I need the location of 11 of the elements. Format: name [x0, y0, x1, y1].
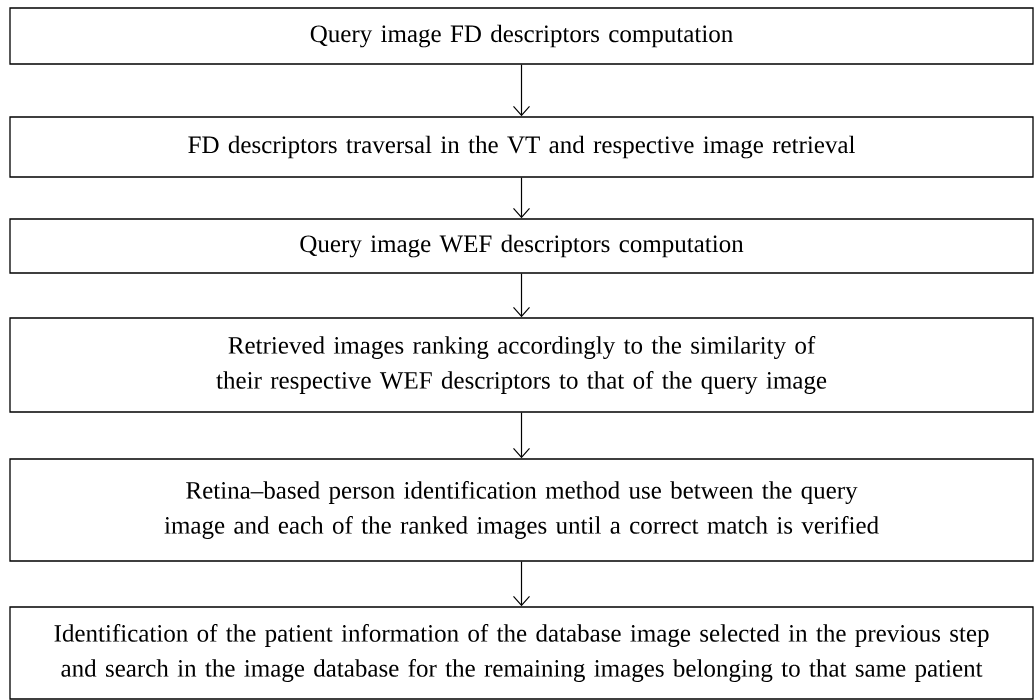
process-box: Retina–based person identification method use between the query image and each of the ranked images until a correct match is verified — [9, 458, 1034, 562]
process-box: Retrieved images ranking accordingly to the similarity of their respective WEF descriptors to that of the query image — [9, 317, 1034, 413]
arrow — [512, 561, 531, 607]
arrow — [512, 273, 531, 318]
process-box: Query image FD descriptors computation — [9, 7, 1034, 65]
arrow — [512, 177, 531, 219]
process-box: FD descriptors traversal in the VT and respective image retrieval — [9, 116, 1034, 178]
arrow — [512, 64, 531, 117]
arrow — [512, 412, 531, 459]
process-box: Query image WEF descriptors computation — [9, 218, 1034, 274]
process-box: Identification of the patient information of the database image selected in the previous step and search in the image database for the remaining images belonging to that same patient — [9, 606, 1034, 700]
